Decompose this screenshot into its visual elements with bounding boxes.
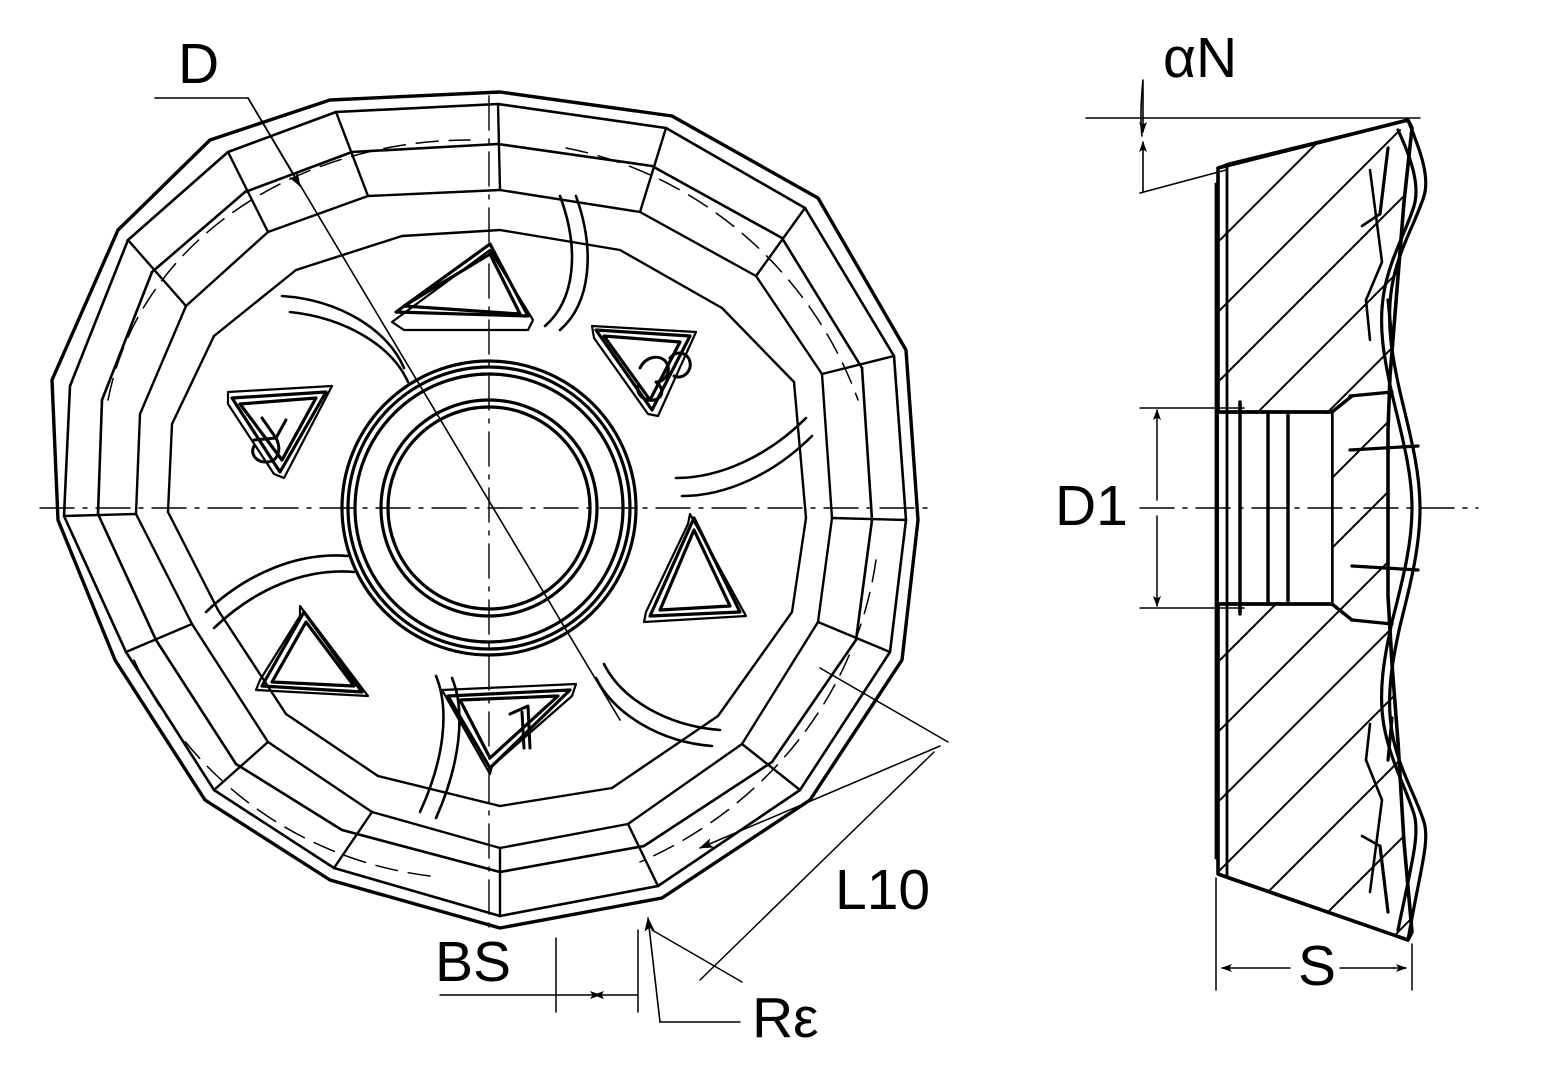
- face-view-centerlines: [39, 95, 936, 936]
- face-view-chipbreaker-grooves: [204, 194, 814, 820]
- face-view-hidden-lines: [107, 139, 877, 877]
- dim-L10: [651, 667, 949, 983]
- face-view-triangular-pockets: [226, 242, 748, 776]
- pocket-mark-4: [251, 416, 288, 464]
- dim-label-L10: L10: [835, 858, 931, 922]
- dim-label-D: D: [178, 32, 220, 96]
- dim-D: [154, 97, 621, 721]
- section-view-flank-details: [1360, 168, 1384, 894]
- dim-label-Re: Rε: [752, 986, 819, 1050]
- dim-label-S: S: [1298, 934, 1337, 998]
- dim-alphaN: [1139, 79, 1227, 194]
- face-view-radial-ribs: [62, 102, 908, 918]
- dim-S: [1215, 877, 1413, 991]
- dim-label-BS: BS: [435, 930, 512, 994]
- face-view-center-bore: [340, 359, 638, 657]
- pocket-mark-3: [636, 351, 692, 402]
- dim-D1: [1139, 407, 1245, 609]
- dim-BS: [439, 929, 639, 1013]
- face-view-insert-outline: [50, 90, 920, 930]
- pocket-mark-1: [508, 704, 532, 750]
- dim-Re: [644, 917, 741, 1023]
- face-view-insert-detail: [62, 102, 908, 918]
- dim-label-D1: D1: [1055, 474, 1128, 538]
- section-view-chamfers: [1214, 118, 1410, 942]
- dim-label-alphaN: αN: [1163, 26, 1238, 90]
